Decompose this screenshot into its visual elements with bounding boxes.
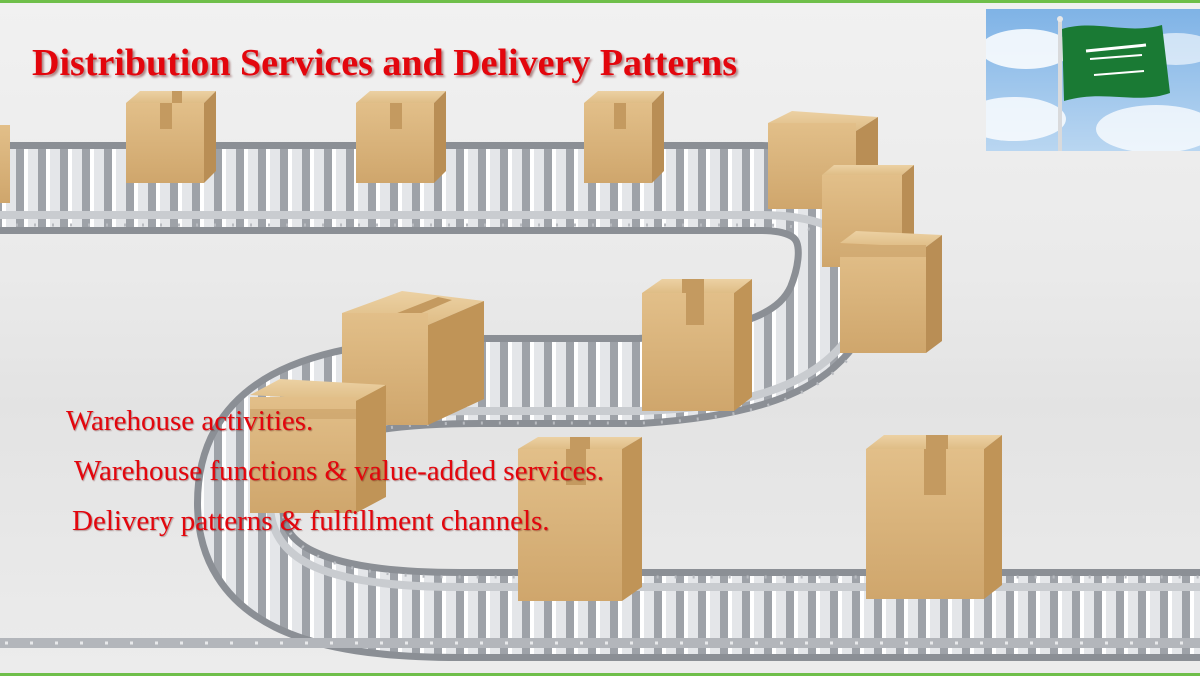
conveyor-illustration xyxy=(0,91,1200,661)
list-item: Warehouse functions & value-added servic… xyxy=(74,455,604,487)
boxes-top-row xyxy=(0,91,942,353)
slide-title: Distribution Services and Delivery Patte… xyxy=(32,42,738,84)
list-item: Warehouse activities. xyxy=(66,405,314,437)
boxes-middle-row xyxy=(342,279,752,425)
list-item: Delivery patterns & fulfillment channels… xyxy=(72,505,550,537)
topic-list: Warehouse activities. Warehouse function… xyxy=(66,403,604,553)
flag-image xyxy=(986,9,1200,151)
boxes-bottom-row xyxy=(250,379,1002,601)
